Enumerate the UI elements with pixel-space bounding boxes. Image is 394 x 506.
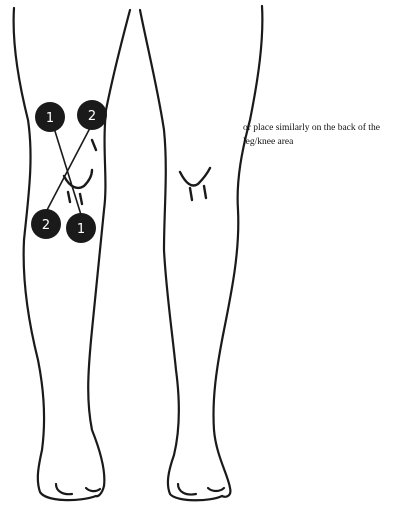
right-leg-outline-inner xyxy=(140,10,222,500)
right-leg-outline-outer xyxy=(213,6,262,497)
left-knee-tick xyxy=(92,140,96,150)
electrode-label: 1 xyxy=(77,222,85,237)
electrode-pad: 2 xyxy=(31,209,61,239)
left-leg-outline-outer xyxy=(14,8,96,500)
electrode-label: 2 xyxy=(42,218,50,233)
wire-channel-2 xyxy=(46,128,90,212)
left-foot-toe-line xyxy=(86,488,100,491)
right-knee-line-2 xyxy=(204,186,206,198)
electrode-pad: 1 xyxy=(35,102,65,132)
right-knee-mark xyxy=(180,168,210,186)
wire-channel-1 xyxy=(54,128,82,218)
right-foot-toe-line xyxy=(208,488,224,491)
right-foot-toes xyxy=(178,484,196,495)
electrode-pad: 1 xyxy=(66,213,96,243)
left-foot-toes xyxy=(56,484,72,494)
electrode-pad: 2 xyxy=(77,100,107,130)
left-knee-line-2 xyxy=(80,194,82,204)
electrode-label: 1 xyxy=(46,111,54,126)
left-knee-line-1 xyxy=(68,192,70,202)
electrode-label: 2 xyxy=(88,109,96,124)
placement-note: or place similarly on the back of the le… xyxy=(243,122,393,150)
right-knee-line-1 xyxy=(190,188,192,200)
left-leg-outline-inner xyxy=(88,10,130,496)
